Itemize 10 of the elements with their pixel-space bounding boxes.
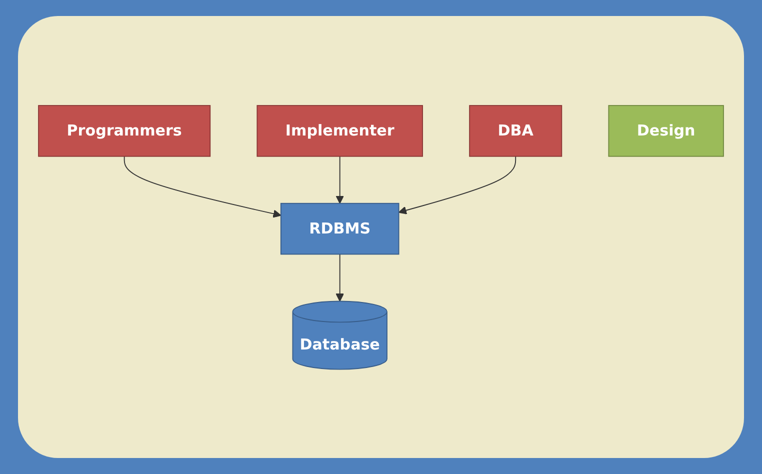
arrow xyxy=(398,155,516,214)
node-box xyxy=(280,202,400,254)
arrow xyxy=(336,155,344,204)
arrow xyxy=(124,155,282,218)
node-box xyxy=(256,104,423,156)
node-box xyxy=(469,104,562,156)
panel-background: Programmers Implementer DBA RDBMS Database Design xyxy=(18,16,744,458)
arrow xyxy=(336,253,344,302)
node-box xyxy=(38,104,211,156)
node-box xyxy=(608,104,724,156)
